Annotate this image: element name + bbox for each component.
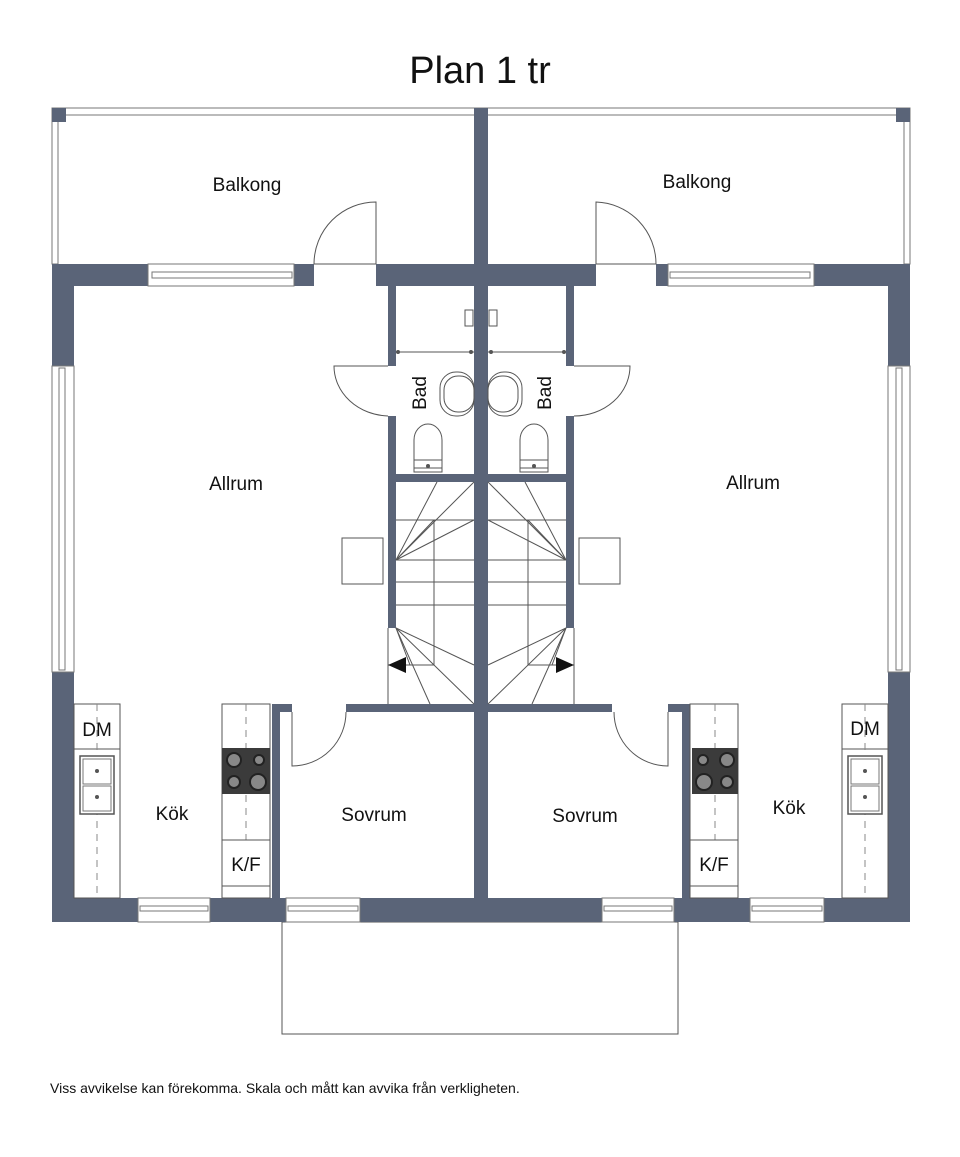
disclaimer-note: Viss avvikelse kan förekomma. Skala och … <box>50 1080 520 1096</box>
bathroom-fixtures <box>396 309 566 473</box>
label-fridge-left: K/F <box>231 855 261 876</box>
bathroom-doors <box>333 365 631 417</box>
plan-title: Plan 1 tr <box>409 50 551 92</box>
label-dishwasher-right: DM <box>850 719 880 740</box>
balcony-railings <box>51 107 911 265</box>
label-living-right: Allrum <box>726 473 780 494</box>
side-table-left <box>341 537 384 585</box>
kitchen-right <box>689 703 889 899</box>
label-balcony-left: Balkong <box>213 175 282 196</box>
label-bedroom-right: Sovrum <box>552 806 617 827</box>
label-bathroom-right: Bad <box>535 376 556 410</box>
staircases <box>387 481 575 705</box>
label-balcony-right: Balkong <box>663 172 732 193</box>
balcony-doors <box>313 201 657 265</box>
label-kitchen-right: Kök <box>773 798 806 819</box>
label-bedroom-left: Sovrum <box>341 805 406 826</box>
label-dishwasher-left: DM <box>82 720 112 741</box>
exterior-walls <box>52 264 910 922</box>
side-table-right <box>578 537 621 585</box>
windows <box>51 263 911 923</box>
label-bathroom-left: Bad <box>410 376 431 410</box>
interior-walls <box>272 264 690 922</box>
label-kitchen-left: Kök <box>156 804 189 825</box>
kitchen-left <box>73 703 271 899</box>
label-living-left: Allrum <box>209 474 263 495</box>
porch-outline <box>281 921 679 1035</box>
bedroom-doors <box>291 711 669 767</box>
label-fridge-right: K/F <box>699 855 729 876</box>
